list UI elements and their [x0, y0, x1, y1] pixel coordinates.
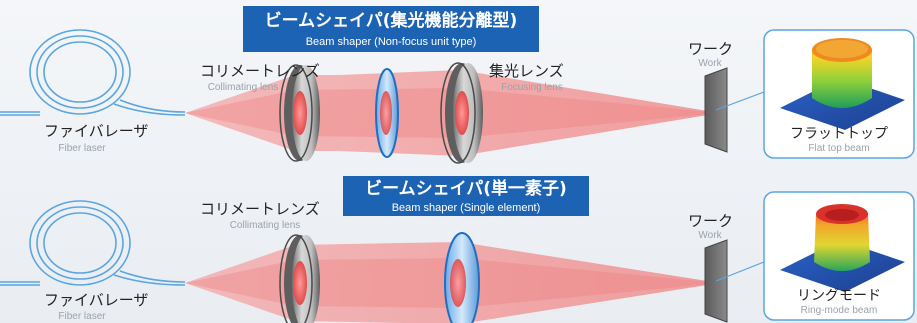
beam-shaper-lens — [375, 68, 399, 158]
fiber-label-en: Fiber laser — [58, 143, 106, 154]
work-label-en: Work — [698, 230, 722, 241]
work-label-jp: ワーク — [688, 212, 733, 230]
title-jp: ビームシェイパ(集光機能分離型) — [265, 10, 518, 31]
flat-top-profile-icon — [780, 38, 905, 130]
collimating-label-jp: コリメートレンズ — [200, 200, 320, 218]
beam-shaper-lens — [444, 232, 480, 323]
result-label-en: Ring-mode beam — [801, 305, 878, 316]
collimating-label-en: Collimating lens — [208, 82, 279, 93]
fiber-coil-icon — [0, 200, 186, 286]
result-card: フラットトップ Flat top beam — [763, 29, 915, 159]
collimating-label-en: Collimating lens — [230, 220, 301, 231]
row-non-focus-unit: ビームシェイパ(集光機能分離型) Beam shaper (Non-focus … — [0, 6, 915, 164]
work-label-en: Work — [698, 58, 722, 69]
work-label-jp: ワーク — [688, 40, 733, 58]
title-banner — [343, 176, 589, 216]
collimating-lens — [279, 64, 320, 162]
row-single-element: ビームシェイパ(単一素子) Beam shaper (Single elemen… — [0, 176, 915, 323]
result-card: リングモード Ring-mode beam — [763, 191, 915, 321]
title-en: Beam shaper (Non-focus unit type) — [306, 36, 477, 48]
title-banner — [243, 6, 539, 52]
result-label-en: Flat top beam — [808, 143, 869, 154]
collimating-label-jp: コリメートレンズ — [200, 62, 320, 80]
fiber-label-jp: ファイバレーザ — [44, 291, 148, 309]
ring-mode-profile-icon — [780, 204, 905, 292]
fiber-label-en: Fiber laser — [58, 311, 106, 322]
title-jp: ビームシェイパ(単一素子) — [365, 178, 567, 199]
focusing-lens — [440, 62, 483, 164]
focusing-label-en: Focusing lens — [501, 82, 563, 93]
result-label-jp: リングモード — [797, 288, 881, 304]
result-label-jp: フラットトップ — [790, 126, 888, 142]
focusing-label-jp: 集光レンズ — [489, 62, 564, 80]
title-en: Beam shaper (Single element) — [392, 202, 541, 214]
fiber-coil-icon — [0, 29, 186, 116]
collimating-lens — [279, 234, 320, 323]
fiber-label-jp: ファイバレーザ — [44, 122, 148, 140]
